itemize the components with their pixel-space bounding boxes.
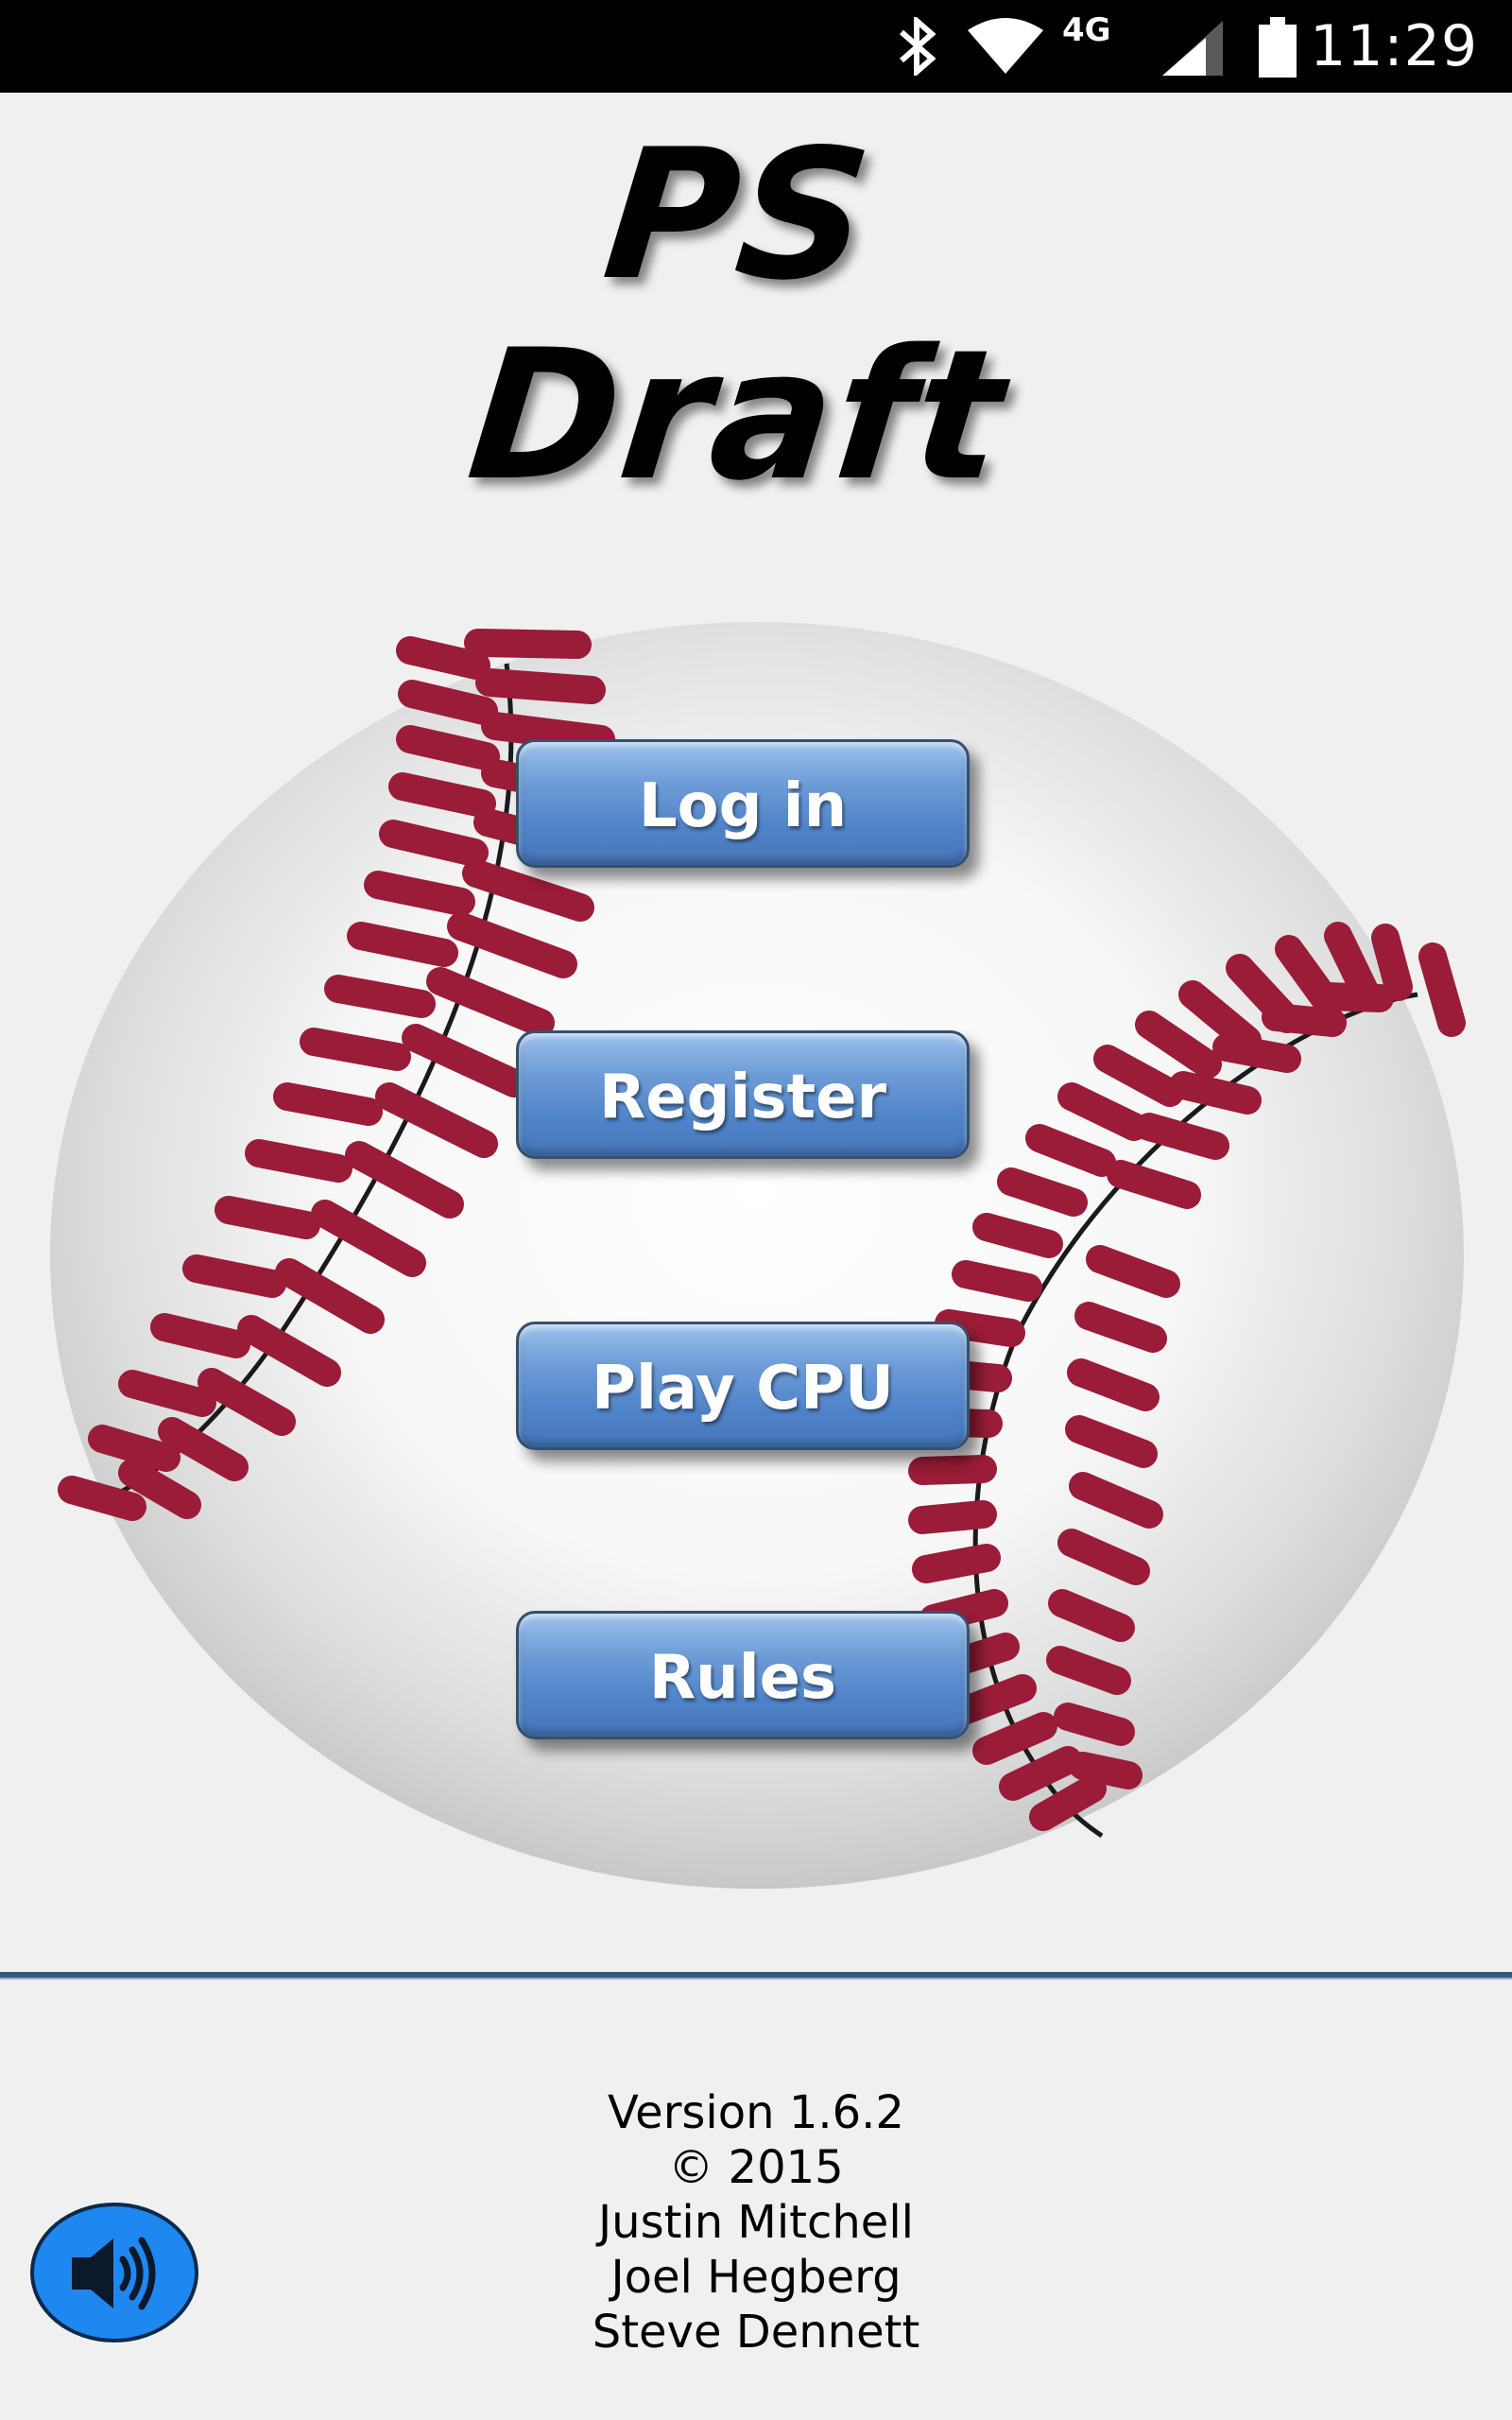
baseball-image (50, 622, 1466, 1889)
login-button[interactable]: Log in (516, 739, 970, 868)
battery-icon (1257, 17, 1298, 83)
app-title-line2: Draft (459, 311, 1015, 520)
author-name: Joel Hegberg (610, 2251, 902, 2304)
bluetooth-icon (894, 14, 941, 79)
status-time: 11:29 (1310, 13, 1478, 79)
network-type-label: 4G (1062, 11, 1111, 49)
author-name: Steve Dennett (592, 2306, 920, 2359)
rules-button[interactable]: Rules (516, 1611, 970, 1739)
wifi-icon (966, 15, 1045, 79)
register-button[interactable]: Register (516, 1030, 970, 1159)
divider (0, 1972, 1512, 1979)
cellular-signal-icon (1159, 19, 1227, 81)
copyright-label: © 2015 (668, 2141, 844, 2194)
credits: Version 1.6.2 © 2015 Justin Mitchell Joe… (0, 2085, 1512, 2360)
play-cpu-button[interactable]: Play CPU (516, 1322, 970, 1450)
status-bar: 4G 11:29 (0, 0, 1512, 93)
app-title-line1: PS (595, 111, 879, 320)
sound-toggle-button[interactable] (30, 2203, 198, 2342)
speaker-icon (72, 2237, 156, 2310)
version-label: Version 1.6.2 (608, 2086, 904, 2139)
author-name: Justin Mitchell (597, 2196, 914, 2249)
